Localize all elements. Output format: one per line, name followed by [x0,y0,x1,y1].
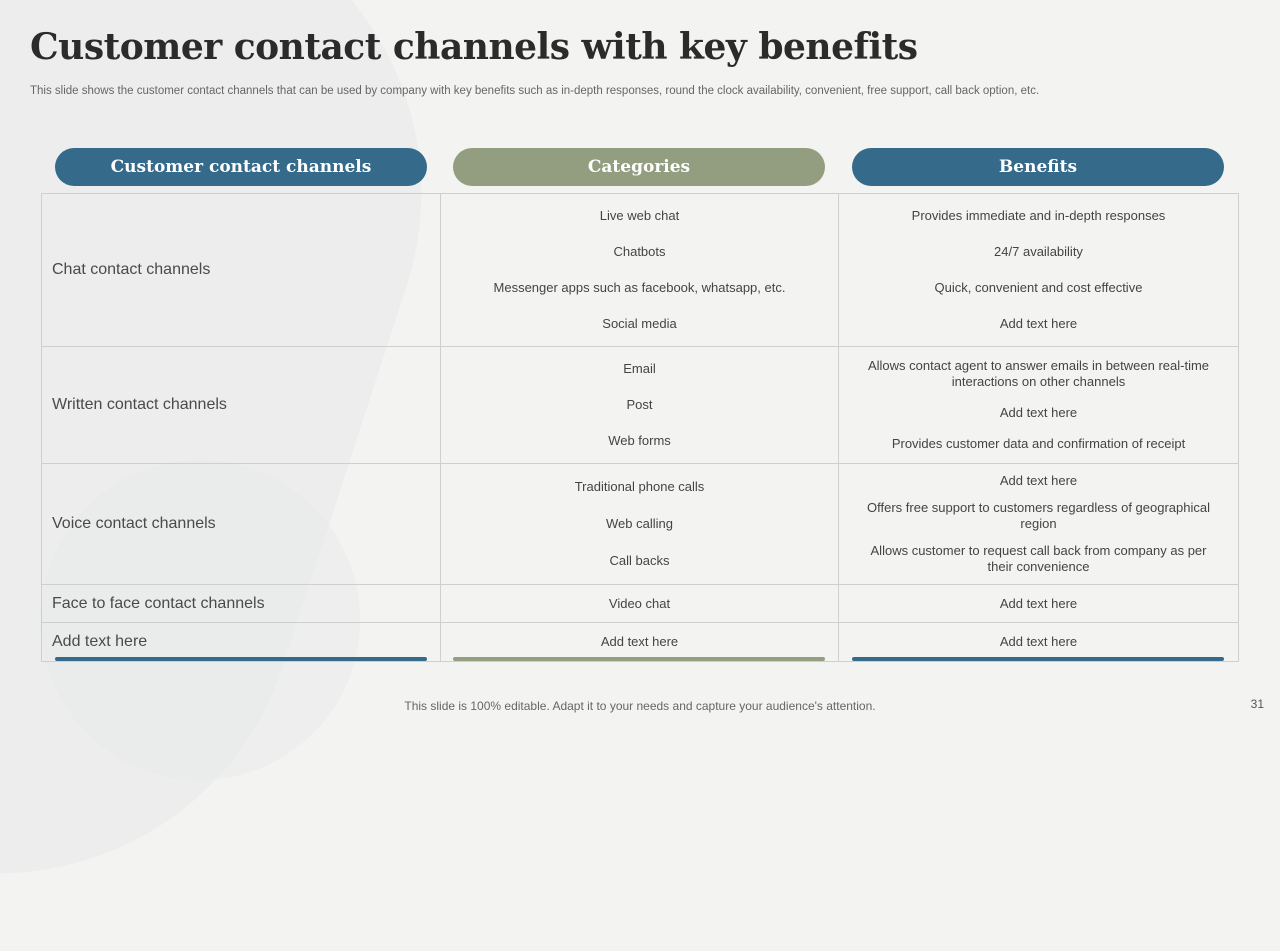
categories-cell: Add text here [440,622,839,662]
category-item: Social media [602,316,677,331]
header-pill-benefits: Benefits [852,148,1224,186]
categories-list: Add text here [441,623,838,661]
page-number: 31 [1250,697,1264,711]
benefits-cell: Add text here [838,622,1239,662]
channel-cell: Add text here [41,622,441,662]
header-pill-categories: Categories [453,148,825,186]
bottom-bar-benefits [852,657,1224,661]
benefit-item: Offers free support to customers regardl… [867,499,1210,531]
table-row: Add text here Add text here Add text here [41,622,1239,662]
category-item: Traditional phone calls [574,478,705,494]
categories-list: Video chat [441,585,838,622]
category-item: Web forms [608,433,671,448]
categories-cell: Video chat [440,584,839,623]
benefits-cell: Add text here [838,584,1239,623]
benefit-item: Provides customer data and confirmation … [891,435,1186,451]
benefits-list: Allows contact agent to answer emails in… [839,347,1238,463]
bottom-bar-categories [453,657,825,661]
category-item: Email [623,361,656,376]
table-row: Face to face contact channels Video chat A… [41,584,1239,623]
benefits-list: Provides immediate and in-depth response… [839,194,1238,346]
benefit-item: Allows contact agent to answer emails in… [867,358,1210,390]
benefit-item: Add text here [999,316,1078,331]
benefit-item: Add text here [999,595,1078,611]
channel-cell: Written contact channels [41,346,441,464]
benefit-item: Allows customer to request call back fro… [870,542,1207,574]
category-item: Post [626,397,653,412]
slide-subtitle: This slide shows the customer contact ch… [30,85,1040,97]
benefit-item: Add text here [999,473,1078,489]
footer-note: This slide is 100% editable. Adapt it to… [404,699,876,713]
category-item: Web calling [606,515,673,531]
benefit-item: Add text here [999,404,1078,420]
category-item: Live web chat [599,208,680,223]
benefit-item: Quick, convenient and cost effective [934,280,1143,295]
benefit-item: Add text here [999,634,1078,649]
category-item: Messenger apps such as facebook, whatsap… [493,280,786,295]
bottom-bar-channels [55,657,427,661]
benefits-cell: Allows contact agent to answer emails in… [838,346,1239,464]
benefit-item: 24/7 availability [994,244,1083,259]
category-item: Add text here [600,634,679,649]
benefit-item: Provides immediate and in-depth response… [911,208,1166,223]
slide-title: Customer contact channels with key benef… [30,26,918,68]
category-item: Call backs [609,553,670,569]
benefits-list: Add text here [839,585,1238,622]
channel-cell: Face to face contact channels [41,584,441,623]
channel-cell: Voice contact channels [41,463,441,585]
header-pill-channels: Customer contact channels [55,148,427,186]
channel-cell: Chat contact channels [41,193,441,347]
benefits-list: Add text here [839,623,1238,661]
benefits-cell: Provides immediate and in-depth response… [838,193,1239,347]
category-item: Video chat [608,595,671,611]
category-item: Chatbots [613,244,666,259]
